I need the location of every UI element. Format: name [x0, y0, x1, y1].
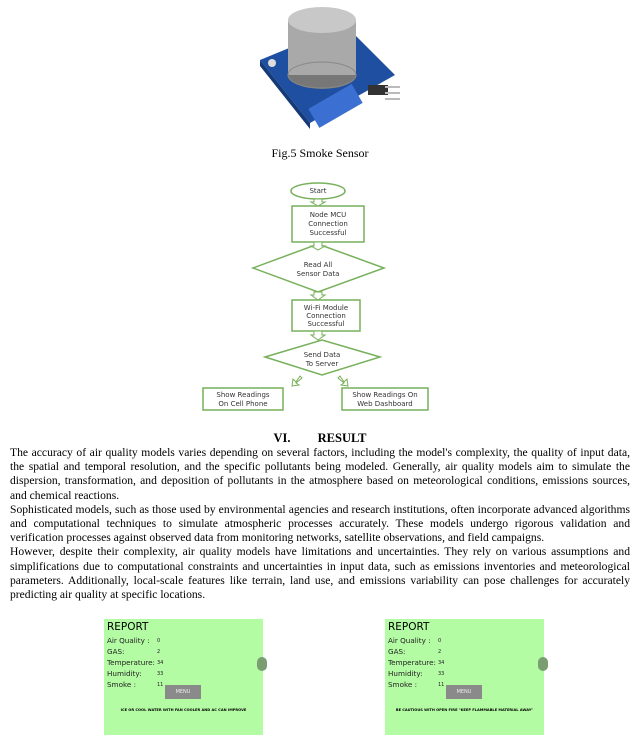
value-smoke: 11: [157, 682, 164, 688]
flow-read-2: Sensor Data: [297, 270, 340, 278]
label-air-quality: Air Quality :: [388, 636, 431, 645]
section-heading: VI. RESULT: [0, 431, 640, 446]
flow-web-2: Web Dashboard: [357, 400, 412, 408]
side-drawer-handle[interactable]: [538, 657, 548, 671]
label-temperature: Temperature:: [107, 658, 155, 667]
flow-node-mcu-3: Successful: [309, 229, 346, 237]
flow-phone-1: Show Readings: [216, 391, 270, 399]
flow-phone-2: On Cell Phone: [218, 400, 267, 408]
section-number: VI.: [273, 431, 291, 445]
value-temperature: 34: [438, 660, 445, 666]
label-temperature: Temperature:: [388, 658, 436, 667]
report-title: REPORT: [388, 621, 430, 633]
value-humidity: 33: [157, 671, 164, 677]
value-air-quality: 0: [438, 638, 442, 644]
side-drawer-handle[interactable]: [257, 657, 267, 671]
paragraph: Sophisticated models, such as those used…: [10, 502, 630, 545]
value-air-quality: 0: [157, 638, 161, 644]
report-screenshot-1: REPORT Air Quality : 0 GAS: 2 Temperatur…: [104, 619, 267, 735]
flow-web-1: Show Readings On: [352, 391, 417, 399]
label-humidity: Humidity:: [388, 669, 423, 678]
label-smoke: Smoke :: [107, 680, 136, 689]
section-body: The accuracy of air quality models varie…: [10, 446, 630, 602]
report-screenshot-2: REPORT Air Quality : 0 GAS: 2 Temperatur…: [385, 619, 548, 735]
flow-node-mcu-1: Node MCU: [310, 211, 347, 219]
menu-button[interactable]: MENU: [446, 685, 482, 699]
figure-caption: Fig.5 Smoke Sensor: [271, 146, 369, 160]
flow-read-1: Read All: [304, 261, 333, 269]
flow-send-2: To Server: [305, 360, 339, 368]
label-gas: GAS:: [107, 647, 125, 656]
flow-start: Start: [309, 187, 326, 195]
smoke-sensor-image: [260, 7, 400, 129]
value-smoke: 11: [438, 682, 445, 688]
advice-message: ICE OR COOL WATER WITH FAN COOLER AND AC…: [120, 708, 247, 712]
report-title: REPORT: [107, 621, 149, 633]
label-gas: GAS:: [388, 647, 406, 656]
value-temperature: 34: [157, 660, 164, 666]
section-title: RESULT: [317, 431, 367, 445]
flow-send-1: Send Data: [304, 351, 341, 359]
value-gas: 2: [438, 649, 442, 655]
menu-button[interactable]: MENU: [165, 685, 201, 699]
flow-wifi-3: Successful: [307, 320, 344, 328]
flow-wifi-1: Wi-Fi Module: [304, 304, 348, 312]
flowchart: Start Node MCU Connection Successful Rea…: [202, 182, 429, 411]
flow-wifi-2: Connection: [306, 312, 346, 320]
paragraph: However, despite their complexity, air q…: [10, 545, 630, 602]
value-humidity: 33: [438, 671, 445, 677]
label-smoke: Smoke :: [388, 680, 417, 689]
flow-node-mcu-2: Connection: [308, 220, 348, 228]
value-gas: 2: [157, 649, 161, 655]
label-air-quality: Air Quality :: [107, 636, 150, 645]
paragraph: The accuracy of air quality models varie…: [10, 446, 630, 502]
label-humidity: Humidity:: [107, 669, 142, 678]
advice-message: BE CAUTIOUS WITH OPEN FIRE "KEEP FLAMMAB…: [395, 708, 534, 712]
